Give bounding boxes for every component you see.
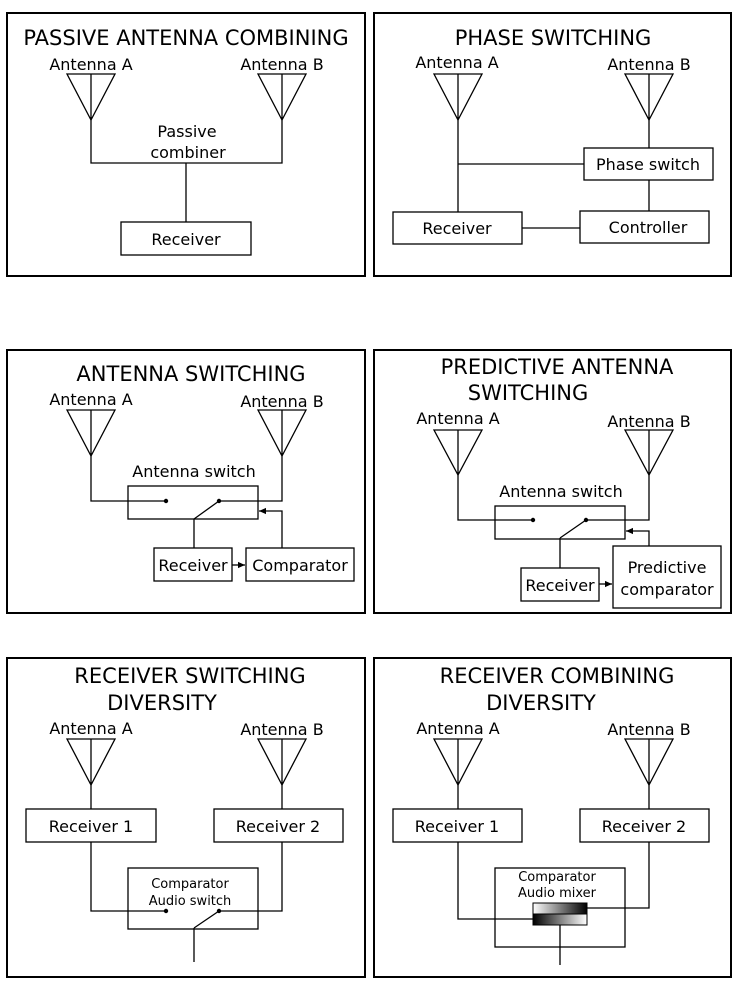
comparator-box [245,547,355,582]
antenna-a-label: Antenna A [416,409,499,428]
antenna-b-icon [256,409,308,458]
antenna-a-label: Antenna A [49,55,132,74]
panel-predictive-antenna-switching: PREDICTIVE ANTENNA SWITCHING Antenna A A… [373,349,732,614]
antenna-a-icon [65,409,117,458]
receiver-2-label: Receiver 2 [602,817,686,836]
panel-passive-antenna-combining: PASSIVE ANTENNA COMBINING Antenna A Ante… [6,12,366,277]
antenna-b-icon [623,429,675,477]
panel-title: PASSIVE ANTENNA COMBINING [23,26,348,50]
switch-contact-b [216,498,222,504]
controller-label: Controller [609,218,688,237]
audio-mixer-fader-icon [532,902,588,926]
antenna-a-label: Antenna A [49,719,132,738]
receiver-label: Receiver [422,219,492,238]
panel-phase-switching: PHASE SWITCHING Antenna A Antenna B Phas… [373,12,732,277]
controller-box [579,210,710,244]
receiver-1-box [392,808,523,843]
panel-title: PHASE SWITCHING [455,26,652,50]
antenna-b-icon [256,738,308,787]
antenna-a-icon [432,738,484,787]
panel-antenna-switching: ANTENNA SWITCHING Antenna A Antenna B An… [6,349,366,614]
switch-contact-a [163,908,169,914]
panel-receiver-combining-diversity: RECEIVER COMBINING DIVERSITY Antenna A A… [373,657,732,978]
receiver-1-box [25,808,157,843]
passive-combiner-label-line2: combiner [150,143,226,162]
audio-switch-wiring [90,842,283,962]
antenna-b-label: Antenna B [607,412,690,431]
phase-wiring [457,120,650,229]
receiver-box [392,211,523,245]
antenna-b-label: Antenna B [240,392,323,411]
antenna-b-label: Antenna B [240,55,323,74]
receiver-label: Receiver [158,556,228,575]
receiver-box [153,547,233,582]
antenna-a-label: Antenna A [49,390,132,409]
antenna-switch-label: Antenna switch [499,482,622,501]
receiver-2-box [579,808,710,843]
receiver-label: Receiver [151,230,221,249]
comparator-audio-switch-box [127,867,259,930]
receiver-wiring [90,785,283,809]
antenna-a-icon [65,738,117,787]
panel-title: ANTENNA SWITCHING [76,362,305,386]
antenna-a-icon [65,73,117,122]
audio-switch-label: Audio switch [149,894,232,909]
comparator-feedback-arrow [259,507,283,548]
panel-title-line2: SWITCHING [468,381,589,405]
predictive-comparator-label: Predictive [628,558,707,577]
mixer-wiring [457,842,650,965]
predictive-comparator-label-line2: comparator [620,580,714,599]
antenna-b-icon [256,73,308,122]
switch-contact-b [216,908,222,914]
antenna-a-label: Antenna A [416,719,499,738]
panel-title-line2: DIVERSITY [107,691,217,715]
receiver-wiring [457,785,650,809]
comparator-feedback-arrow [626,527,650,546]
passive-combiner-label: Passive [157,122,216,141]
antenna-b-icon [623,73,675,122]
comparator-label: Comparator [518,870,596,885]
panel-title: RECEIVER COMBINING [440,664,675,688]
comparator-label: Comparator [252,556,348,575]
antenna-a-icon [432,429,484,477]
antenna-b-label: Antenna B [607,55,690,74]
switch-contact-a [163,498,169,504]
antenna-switch-box [494,505,626,540]
panel-title: PREDICTIVE ANTENNA [441,355,674,379]
antenna-switch-label: Antenna switch [132,462,255,481]
phase-switch-box [583,147,714,181]
panel-title-line2: DIVERSITY [486,691,596,715]
receiver-1-label: Receiver 1 [415,817,499,836]
antenna-switch-box [127,485,259,520]
audio-mixer-label: Audio mixer [518,886,597,901]
antenna-b-label: Antenna B [607,720,690,739]
panel-title: RECEIVER SWITCHING [74,664,305,688]
antenna-a-label: Antenna A [415,53,498,72]
receiver-label: Receiver [525,576,595,595]
switch-contact-a [530,517,536,523]
panel-receiver-switching-diversity: RECEIVER SWITCHING DIVERSITY Antenna A A… [6,657,366,978]
receiver-box [120,221,252,256]
antenna-b-icon [623,738,675,787]
switch-wiring [457,475,650,568]
receiver-1-label: Receiver 1 [49,817,133,836]
receiver-2-label: Receiver 2 [236,817,320,836]
receiver-2-box [213,808,344,843]
phase-switch-label: Phase switch [596,155,700,174]
switch-contact-b [583,517,589,523]
switch-wiring [90,456,283,548]
combiner-wiring [90,120,283,222]
predictive-comparator-box [612,545,722,609]
comparator-label: Comparator [151,877,229,892]
antenna-a-icon [432,73,484,122]
antenna-b-label: Antenna B [240,720,323,739]
